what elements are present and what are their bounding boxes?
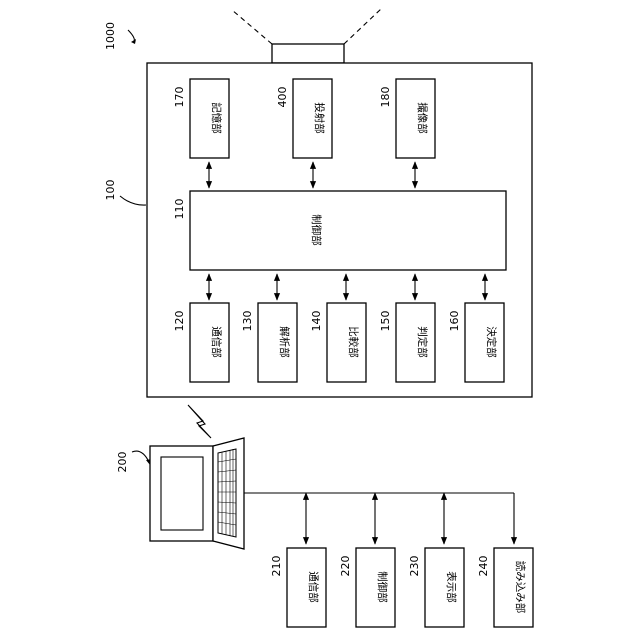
system-ref: 1000 xyxy=(104,22,117,50)
control-label: 制御部 xyxy=(310,214,323,246)
system-ref-leader xyxy=(128,30,134,42)
projection-label: 投射部 xyxy=(313,102,326,134)
compare-ref: 140 xyxy=(310,311,323,332)
analysis-ref: 130 xyxy=(241,311,254,332)
terminal-block-display: 表示部 230 xyxy=(408,548,464,627)
terminal-control-ref: 220 xyxy=(339,556,352,577)
judge-label: 判定部 xyxy=(416,326,429,358)
storage-ref: 170 xyxy=(173,87,186,108)
terminal-control-label: 制御部 xyxy=(376,571,389,603)
decide-ref: 160 xyxy=(448,311,461,332)
terminal-display-ref: 230 xyxy=(408,556,421,577)
terminal-ref: 200 xyxy=(116,452,129,473)
judge-ref: 150 xyxy=(379,311,392,332)
comm-label: 通信部 xyxy=(210,326,223,358)
terminal-block-reader: 読み込み部 240 xyxy=(477,548,533,627)
terminal-display-label: 表示部 xyxy=(445,571,458,603)
terminal-block-comm: 通信部 210 xyxy=(270,548,326,627)
comm-ref: 120 xyxy=(173,311,186,332)
terminal-reader-ref: 240 xyxy=(477,556,490,577)
projection-ref: 400 xyxy=(276,87,289,108)
wireless-icon xyxy=(188,405,211,438)
analysis-label: 解析部 xyxy=(278,326,291,358)
terminal-comm-ref: 210 xyxy=(270,556,283,577)
imaging-ref: 180 xyxy=(379,87,392,108)
imaging-label: 撮像部 xyxy=(416,102,429,134)
storage-label: 記憶部 xyxy=(210,102,223,134)
laptop-icon xyxy=(150,438,244,549)
terminal-block-control: 制御部 220 xyxy=(339,548,395,627)
terminal-reader-label: 読み込み部 xyxy=(514,561,527,614)
decide-label: 決定部 xyxy=(485,326,498,358)
device-ref: 100 xyxy=(104,180,117,201)
terminal-comm-label: 通信部 xyxy=(307,571,320,603)
device-ref-leader xyxy=(120,196,146,205)
block-control: 制御部 110 xyxy=(173,191,506,270)
control-ref: 110 xyxy=(173,199,186,220)
compare-label: 比較部 xyxy=(347,326,360,358)
projector-lens xyxy=(232,8,382,63)
